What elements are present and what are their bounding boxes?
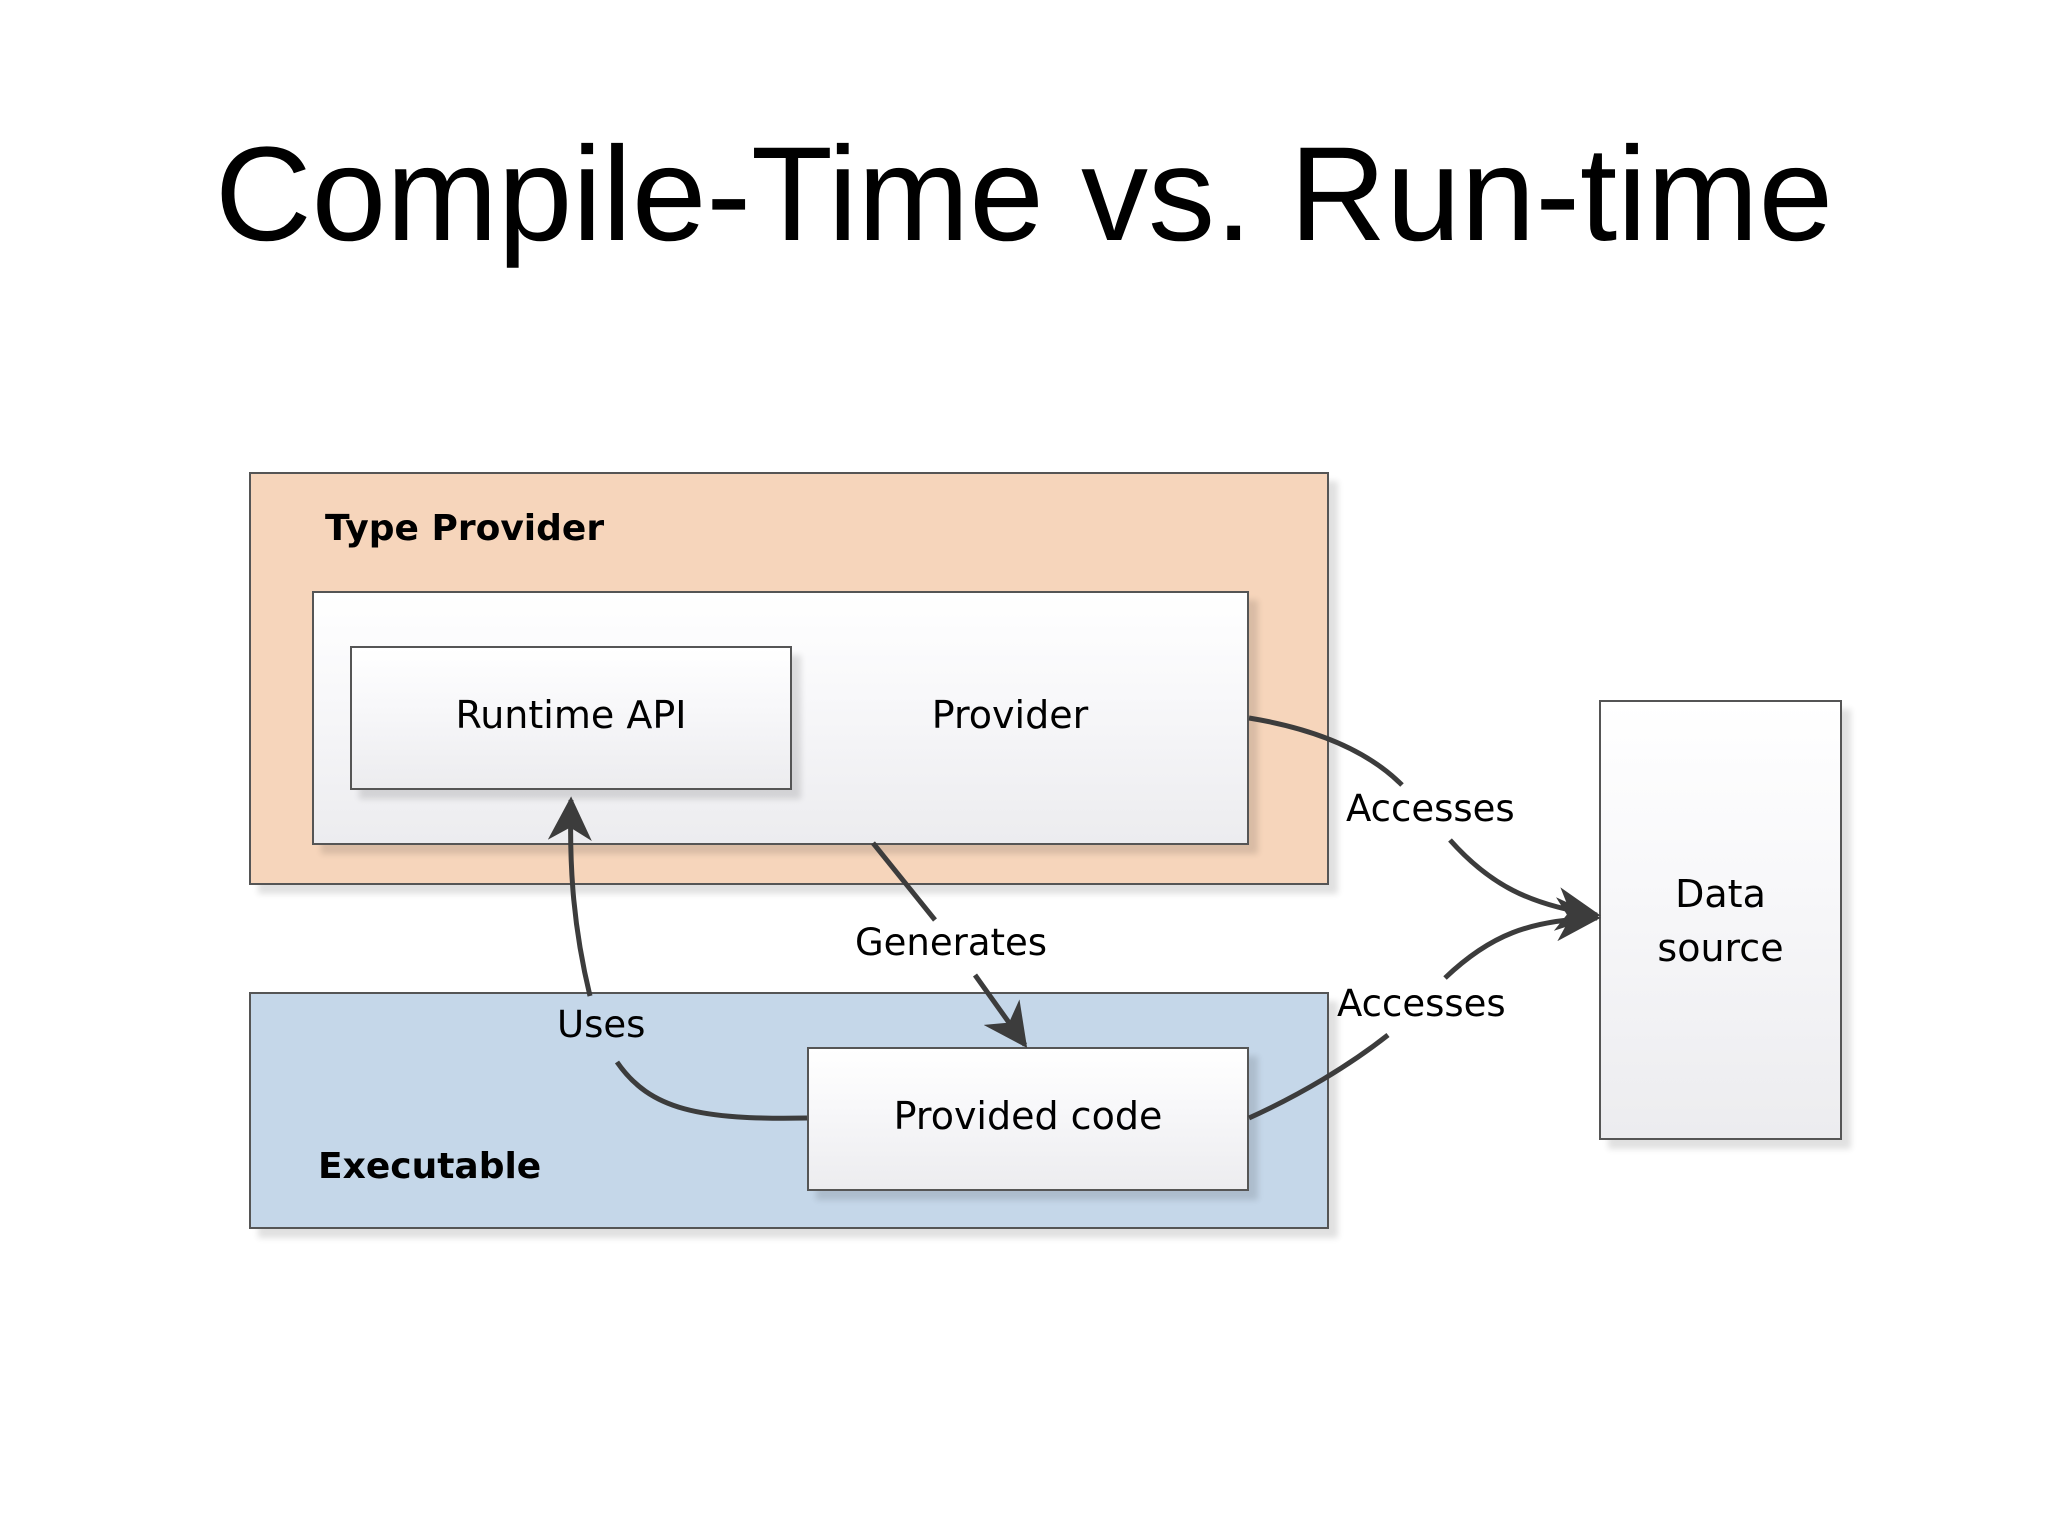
runtime-api-box [350, 646, 792, 790]
accesses-top-edge-label: Accesses [1346, 787, 1515, 830]
accesses-top-arrow-lower [1448, 838, 1601, 931]
data-source-label-line2: source [1657, 926, 1784, 970]
data-source-label-line1: Data [1675, 872, 1766, 916]
runtime-api-label: Runtime API [455, 693, 687, 737]
executable-label: Executable [318, 1146, 542, 1187]
accesses-bottom-arrow-upper [1443, 897, 1601, 980]
provided-code-box [807, 1047, 1249, 1191]
accesses-bottom-edge-label: Accesses [1337, 982, 1506, 1025]
uses-edge-label: Uses [557, 1003, 646, 1046]
provider-label: Provider [931, 693, 1089, 737]
type-provider-label: Type Provider [325, 508, 605, 549]
slide-title: Compile-Time vs. Run-time [214, 120, 1834, 269]
data-source-box [1599, 700, 1842, 1140]
generates-edge-label: Generates [855, 921, 1048, 964]
provided-code-label: Provided code [893, 1094, 1163, 1138]
